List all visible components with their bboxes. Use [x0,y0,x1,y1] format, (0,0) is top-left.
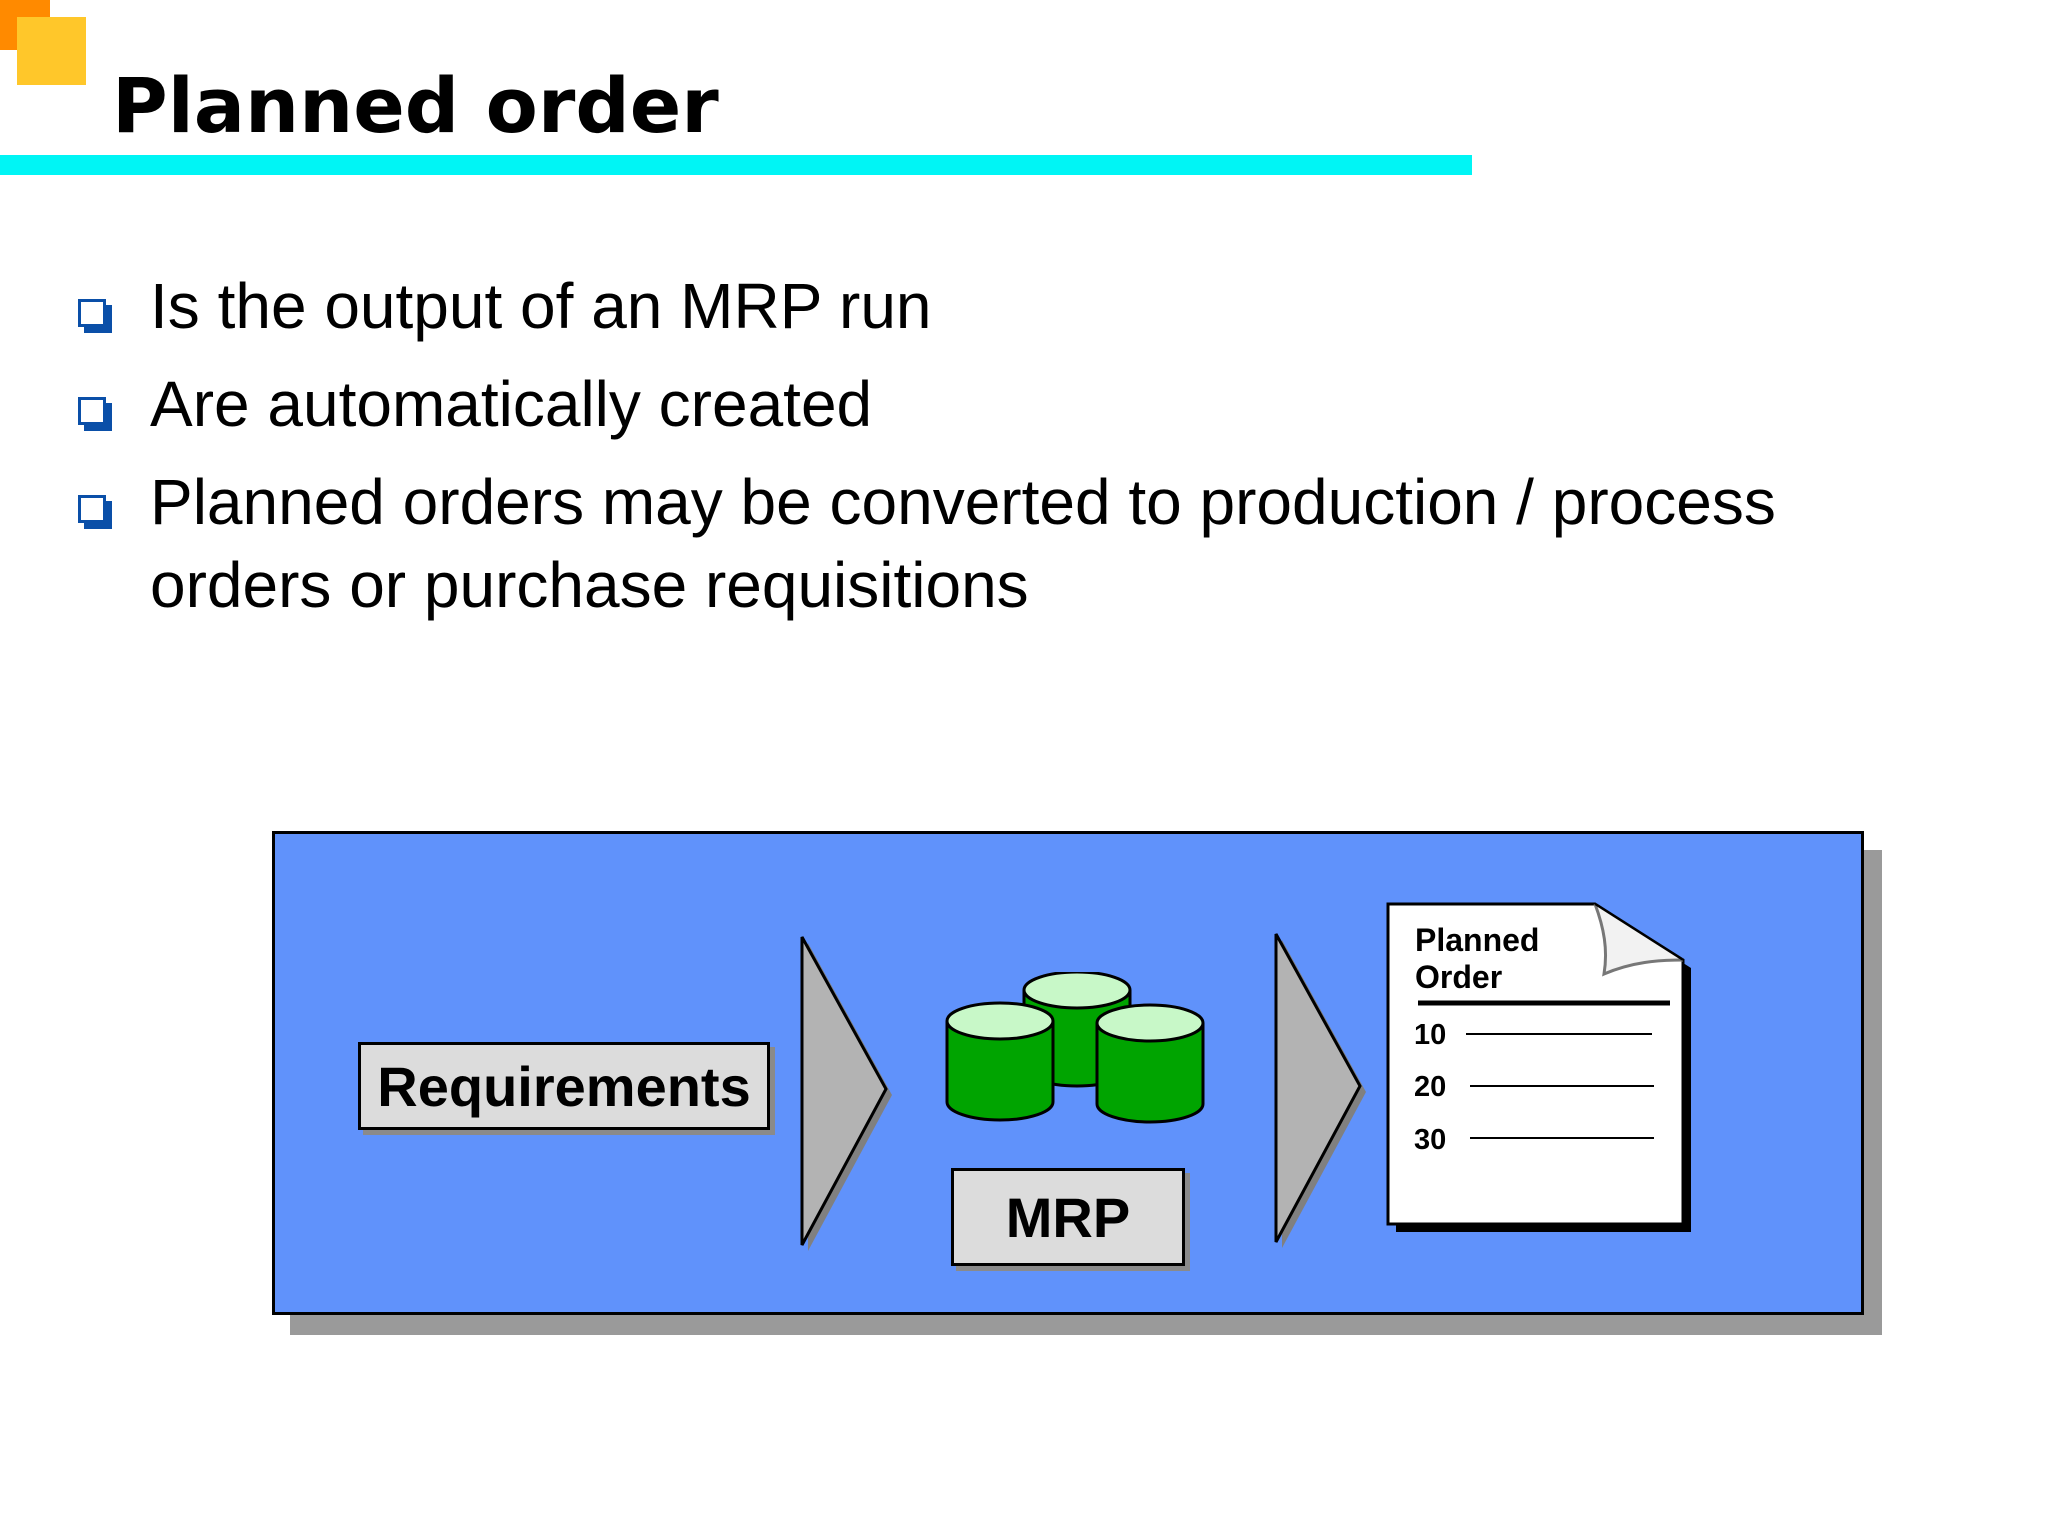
bullet-item: Is the output of an MRP run [74,265,1974,348]
flow-arrow-icon [1274,933,1366,1248]
bullet-item: Are automatically created [74,363,1974,446]
requirements-label: Requirements [358,1042,770,1130]
flow-arrow-icon [800,936,892,1251]
slide-title: Planned order [112,61,719,150]
database-icon [945,972,1205,1124]
bullet-text: Planned orders may be converted to produ… [150,466,1776,621]
checkbox-bullet-icon [78,397,112,431]
mrp-label: MRP [951,1168,1185,1266]
checkbox-bullet-icon [78,495,112,529]
document-item-number: 30 [1414,1124,1447,1156]
document-item-number: 20 [1414,1071,1447,1103]
title-underline [0,155,1472,175]
planned-order-document-icon [1386,902,1691,1232]
document-title-line1: Planned [1415,922,1540,958]
corner-logo-yellow-square [17,17,86,85]
document-item-number: 10 [1414,1019,1447,1051]
bullet-item: Planned orders may be converted to produ… [74,461,1974,627]
document-title: Planned Order [1415,922,1539,996]
bullet-text: Is the output of an MRP run [150,270,932,342]
checkbox-bullet-icon [78,299,112,333]
bullet-text: Are automatically created [150,368,873,440]
bullet-list: Is the output of an MRP run Are automati… [74,265,1974,642]
document-title-line2: Order [1415,959,1503,995]
